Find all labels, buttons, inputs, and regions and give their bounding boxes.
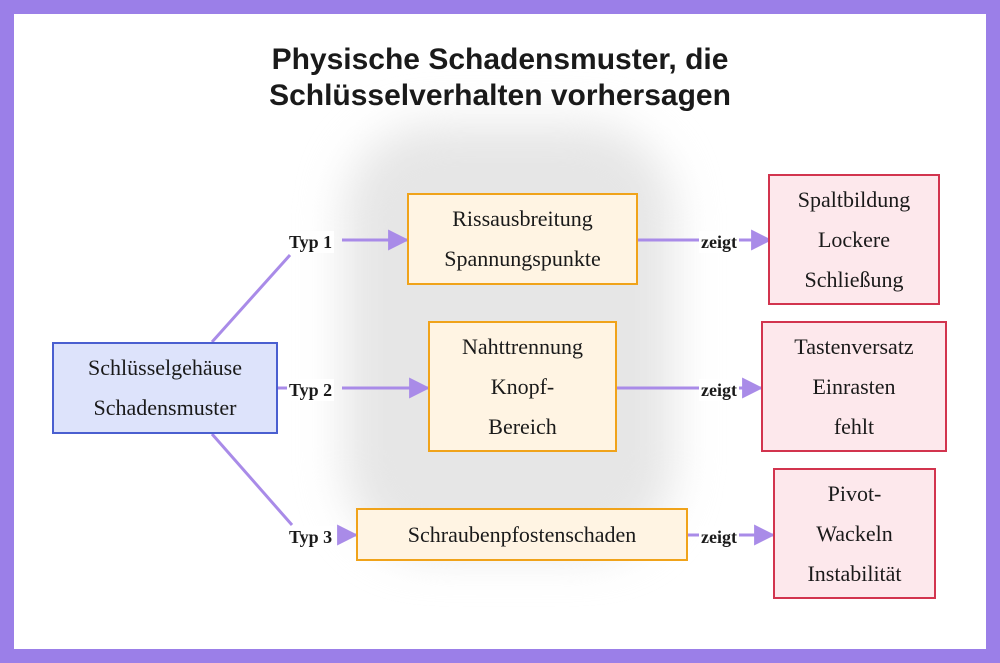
link-label-zeigt-1: zeigt: [699, 231, 739, 253]
pattern-node-1: Rissausbreitung Spannungspunkte: [407, 193, 638, 285]
behavior-node-2: Tastenversatz Einrasten fehlt: [761, 321, 947, 452]
behavior-1-line-1: Spaltbildung: [798, 180, 910, 220]
behavior-1-line-2: Lockere: [818, 220, 890, 260]
root-node: Schlüsselgehäuse Schadensmuster: [52, 342, 278, 434]
behavior-2-line-1: Tastenversatz: [794, 327, 913, 367]
behavior-3-line-1: Pivot-: [828, 474, 882, 514]
edge-label-typ-3: Typ 3: [287, 526, 334, 548]
pattern-node-2: Nahttrennung Knopf- Bereich: [428, 321, 617, 452]
behavior-node-3: Pivot- Wackeln Instabilität: [773, 468, 936, 599]
pattern-1-line-1: Rissausbreitung: [452, 199, 593, 239]
pattern-3-line-1: Schraubenpfostenschaden: [408, 515, 636, 555]
edge-root-typ1: [212, 255, 290, 342]
behavior-3-line-3: Instabilität: [807, 554, 901, 594]
behavior-2-line-3: fehlt: [834, 407, 874, 447]
root-line-2: Schadensmuster: [94, 388, 237, 428]
pattern-node-3: Schraubenpfostenschaden: [356, 508, 688, 561]
pattern-1-line-2: Spannungspunkte: [444, 239, 600, 279]
edge-label-typ-1: Typ 1: [287, 231, 334, 253]
pattern-2-line-2: Knopf-: [491, 367, 555, 407]
edge-root-typ3: [212, 434, 292, 525]
behavior-node-1: Spaltbildung Lockere Schließung: [768, 174, 940, 305]
behavior-3-line-2: Wackeln: [816, 514, 892, 554]
root-line-1: Schlüsselgehäuse: [88, 348, 242, 388]
behavior-2-line-2: Einrasten: [812, 367, 895, 407]
behavior-1-line-3: Schließung: [805, 260, 904, 300]
pattern-2-line-3: Bereich: [488, 407, 556, 447]
link-label-zeigt-3: zeigt: [699, 526, 739, 548]
pattern-2-line-1: Nahttrennung: [462, 327, 583, 367]
edge-label-typ-2: Typ 2: [287, 379, 334, 401]
link-label-zeigt-2: zeigt: [699, 379, 739, 401]
